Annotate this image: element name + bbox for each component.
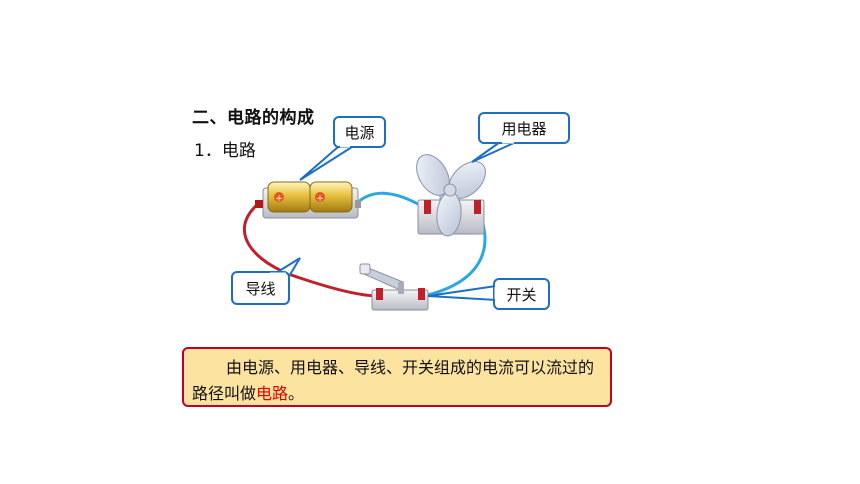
battery-pack: + + xyxy=(255,181,361,219)
callout-switch-label: 开关 xyxy=(506,286,536,304)
definition-box: 由电源、用电器、导线、开关组成的电流可以流过的路径叫做电路。 xyxy=(182,347,612,407)
fan-appliance xyxy=(416,154,486,237)
definition-text: 由电源、用电器、导线、开关组成的电流可以流过的路径叫做 xyxy=(192,358,595,403)
svg-text:+: + xyxy=(316,194,324,204)
callout-power-source: 电源 xyxy=(299,116,386,181)
section-subheading: 1．电路 xyxy=(194,141,256,161)
callout-switch: 开关 xyxy=(427,278,550,310)
section-heading: 二、电路的构成 xyxy=(192,108,315,128)
svg-text:+: + xyxy=(275,194,283,204)
callout-appliance: 用电器 xyxy=(471,112,570,163)
callout-power-source-label: 电源 xyxy=(344,124,374,142)
callout-wire: 导线 xyxy=(231,257,301,305)
definition-highlight: 电路 xyxy=(256,384,289,403)
definition-end: 。 xyxy=(288,384,305,403)
knife-switch xyxy=(359,263,429,311)
callout-wire-label: 导线 xyxy=(245,280,275,298)
callout-appliance-label: 用电器 xyxy=(501,120,546,138)
red-wire xyxy=(242,202,379,298)
blue-wire-top xyxy=(354,191,426,210)
